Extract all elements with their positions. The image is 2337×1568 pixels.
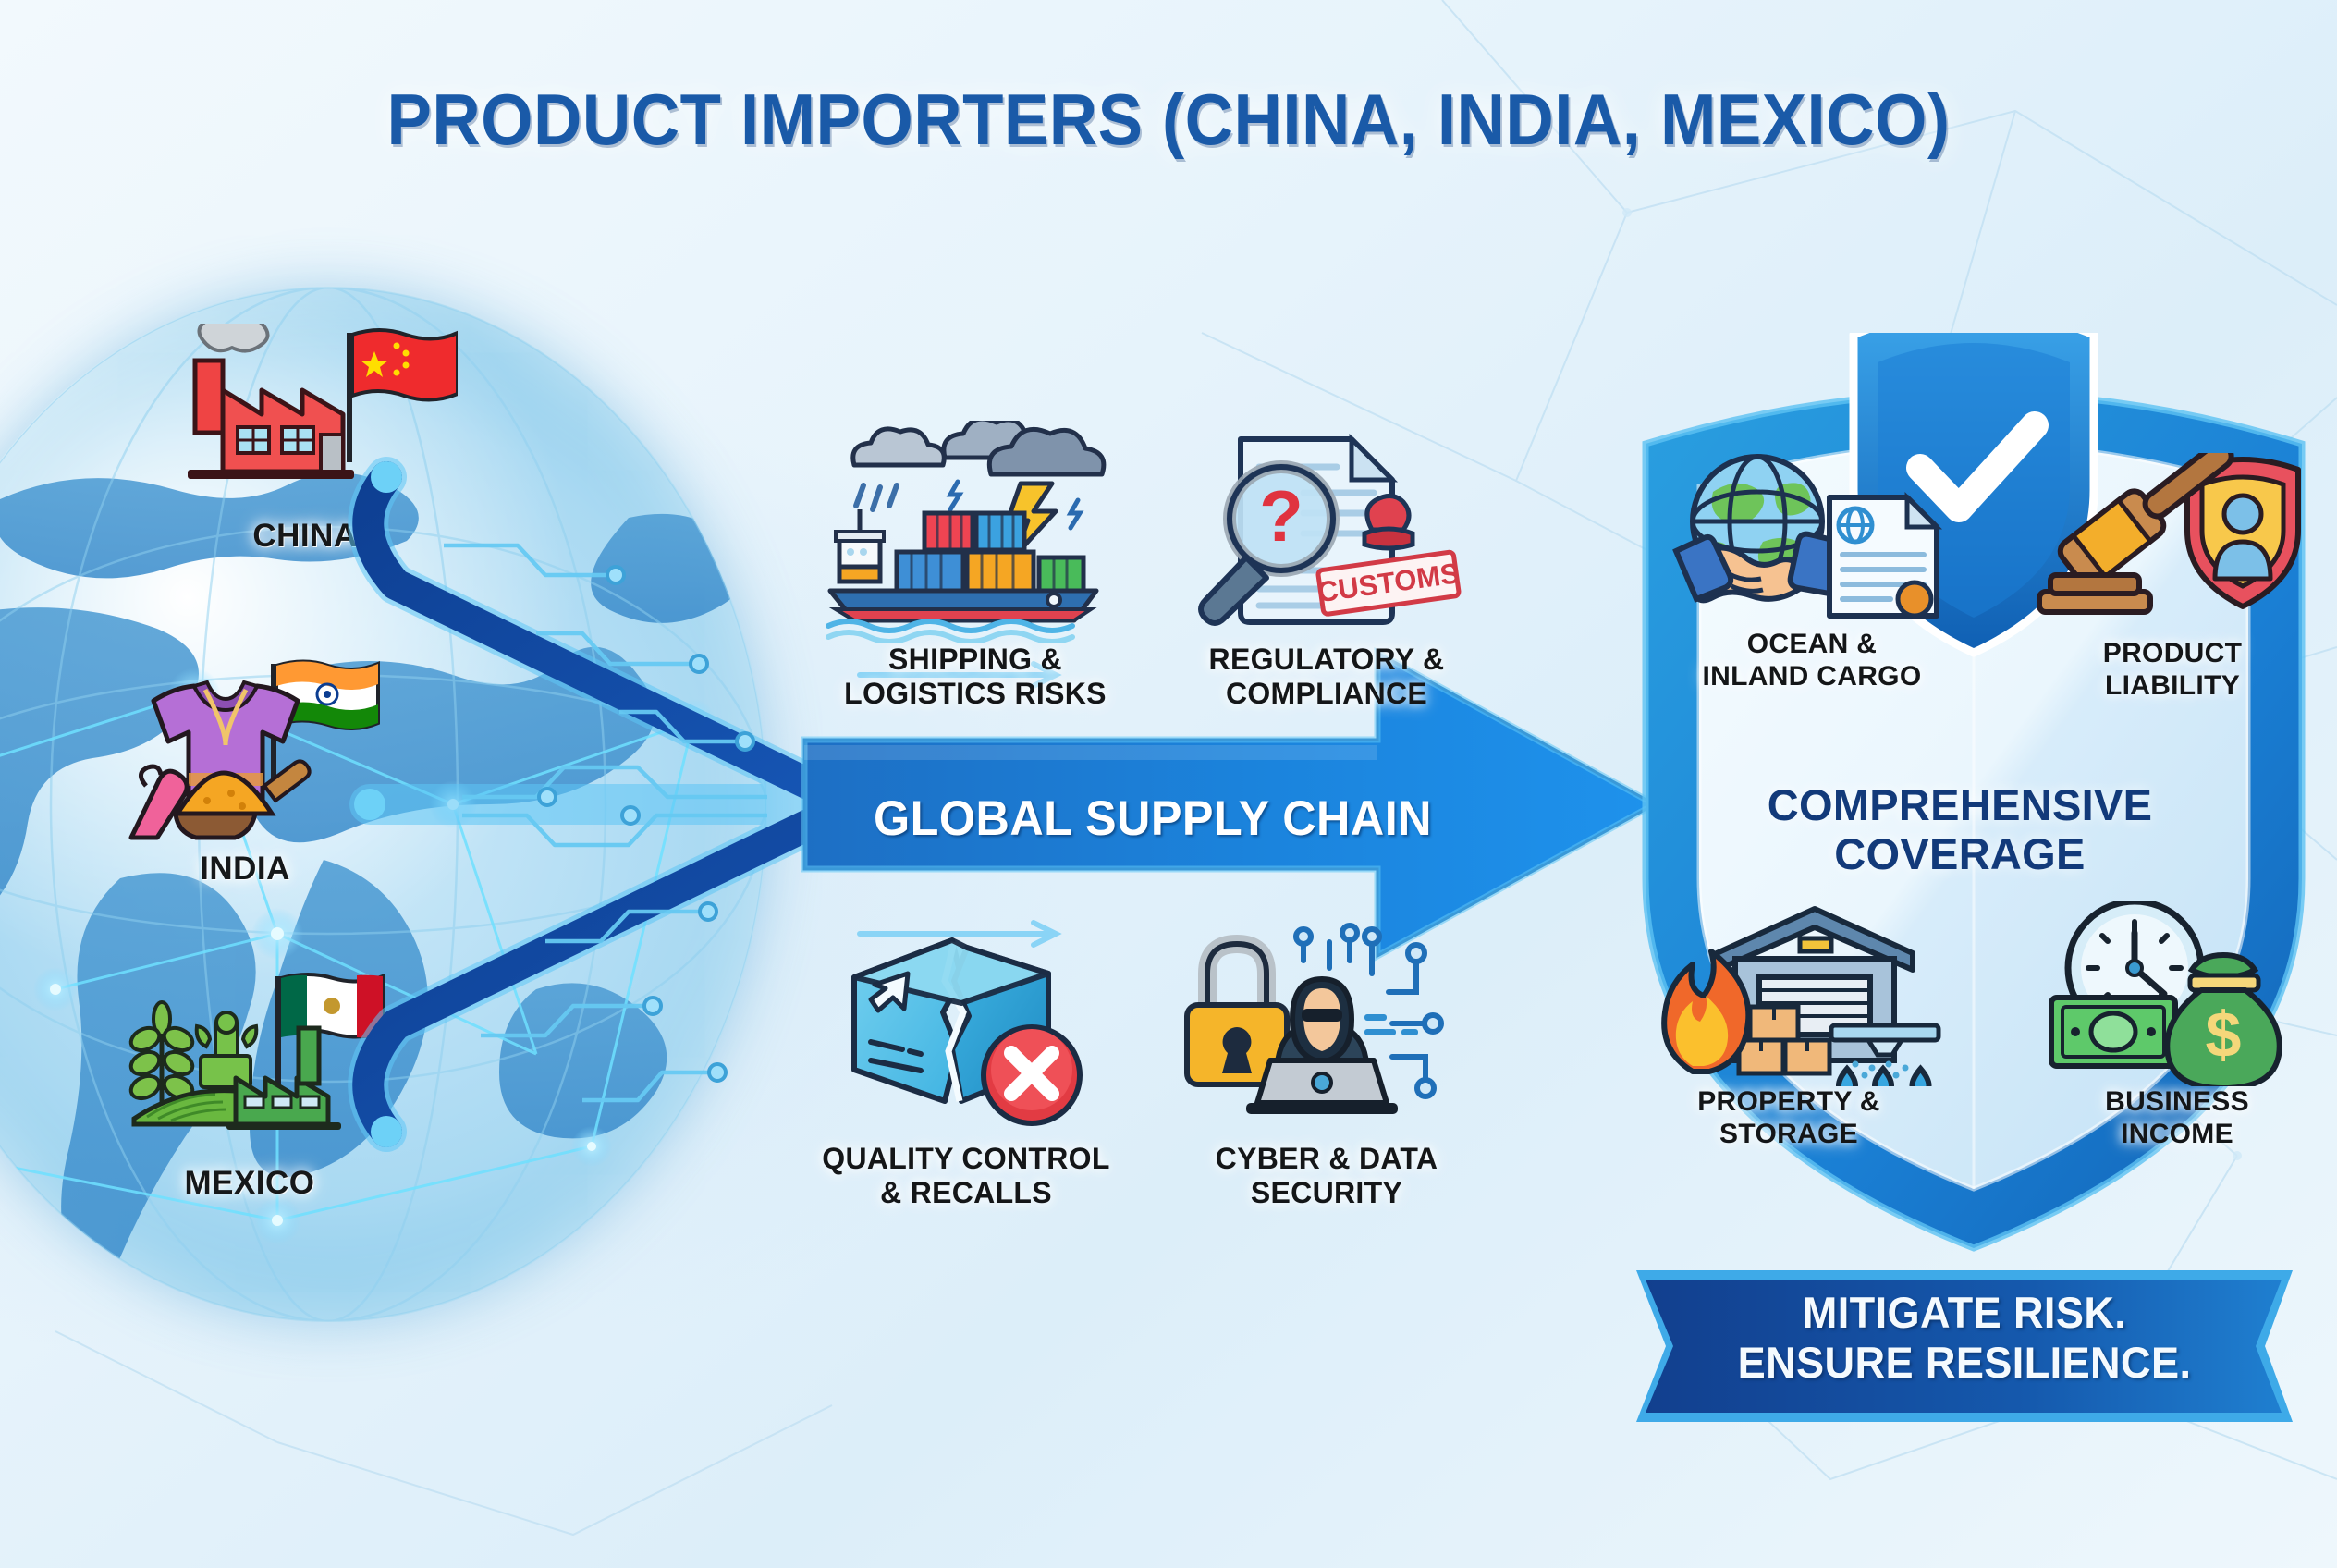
cyber-icon-group: [1174, 920, 1479, 1142]
tagline-banner: [1636, 1270, 2293, 1422]
tagline-text: MITIGATE RISK.ENSURE RESILIENCE.: [1737, 1288, 2192, 1388]
country-label-mexico: MEXICO: [184, 1165, 315, 1201]
country-label-china: CHINA: [252, 518, 358, 554]
risk-item-regulatory: ? CUSTOMS REGULATORY &COMPLIANCE: [1174, 421, 1479, 711]
page-title: PRODUCT IMPORTERS (CHINA, INDIA, MEXICO): [386, 79, 1951, 160]
risk-item-shipping: SHIPPING &LOGISTICS RISKS: [823, 416, 1128, 711]
coverage-item-property: PROPERTY &STORAGE: [1650, 901, 1941, 1150]
risk-label-quality: QUALITY CONTROL& RECALLS: [822, 1142, 1110, 1210]
cargo-icon-group: [1659, 444, 1964, 629]
income-icon-group: $: [2038, 898, 2316, 1091]
country-badge-mexico: MEXICO: [97, 971, 402, 1202]
property-icon-group: [1650, 901, 1941, 1100]
mexico-icon-group: [97, 971, 402, 1165]
risk-label-regulatory: REGULATORY &COMPLIANCE: [1208, 643, 1445, 711]
svg-text:$: $: [2206, 998, 2242, 1071]
arrow-label: GLOBAL SUPPLY CHAIN: [874, 791, 1433, 846]
coverage-label-property: PROPERTY &STORAGE: [1697, 1086, 1880, 1149]
india-icon-group: [92, 656, 398, 851]
china-icon-group: [153, 314, 459, 518]
coverage-label-cargo: OCEAN &INLAND CARGO: [1702, 629, 1922, 692]
liability-icon-group: [2034, 440, 2311, 638]
risk-item-quality: QUALITY CONTROL& RECALLS: [814, 920, 1119, 1210]
svg-text:?: ?: [1259, 475, 1303, 557]
regulatory-icon-group: ? CUSTOMS: [1174, 421, 1479, 643]
country-label-india: INDIA: [200, 851, 290, 887]
country-badge-china: CHINA: [153, 314, 459, 555]
quality-icon-group: [814, 920, 1119, 1142]
country-badge-india: INDIA: [92, 656, 398, 888]
coverage-item-cargo: OCEAN &INLAND CARGO: [1659, 444, 1964, 692]
supply-chain-arrow: [348, 457, 1662, 1152]
shipping-icon-group: [823, 416, 1128, 644]
risk-label-shipping: SHIPPING &LOGISTICS RISKS: [844, 643, 1107, 711]
